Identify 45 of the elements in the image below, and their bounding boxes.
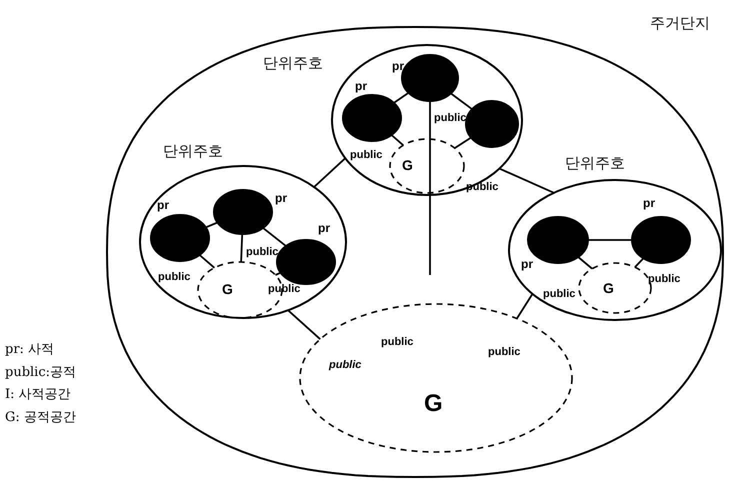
pr-label: pr: [392, 60, 404, 72]
heading-label: 단위주호: [163, 144, 223, 159]
legend-text: G: 공적공간: [5, 411, 76, 424]
connector-line: [429, 101, 431, 275]
connector-line: [390, 134, 404, 146]
public-label: public: [434, 113, 466, 124]
connector-line: [454, 136, 472, 149]
connector-line: [205, 222, 218, 228]
heading-label: 단위주호: [263, 56, 323, 71]
connector-line: [313, 158, 346, 188]
public-label: public: [488, 347, 520, 358]
pr-label: pr: [643, 197, 655, 209]
connector-line: [588, 239, 632, 241]
pr-label: pr: [157, 199, 169, 211]
pr-label: pr: [521, 258, 533, 270]
public-label: public: [158, 272, 190, 283]
legend-text: public:공적: [5, 366, 76, 379]
public-label: public: [381, 337, 414, 348]
space-label: G: [222, 282, 233, 296]
public-label: public: [543, 289, 576, 300]
connector-line: [578, 256, 593, 270]
connector-line: [516, 293, 534, 319]
heading-label: 주거단지: [650, 16, 710, 31]
legend-text: pr: 사적: [5, 343, 54, 356]
pr-label: pr: [275, 192, 287, 204]
public-label: public: [246, 247, 278, 258]
connector-line: [199, 254, 215, 268]
space-label: G: [603, 281, 614, 295]
connector-line: [450, 92, 473, 110]
pr-label: pr: [355, 80, 367, 92]
legend-text: I: 사적공간: [5, 388, 71, 401]
space-label: G: [402, 158, 413, 172]
connector-line: [240, 234, 244, 262]
public-label: public: [268, 284, 300, 295]
public-label: public: [648, 274, 680, 285]
pr-label: pr: [318, 222, 330, 234]
connector-line: [262, 227, 287, 247]
connector-line: [634, 258, 644, 268]
connector-line: [499, 168, 554, 194]
heading-label: 단위주호: [565, 156, 625, 171]
space-label: G: [424, 392, 443, 416]
connector-line: [288, 310, 321, 340]
public-label: public: [329, 360, 362, 371]
public-label: public: [350, 150, 382, 161]
connector-line: [393, 92, 410, 104]
